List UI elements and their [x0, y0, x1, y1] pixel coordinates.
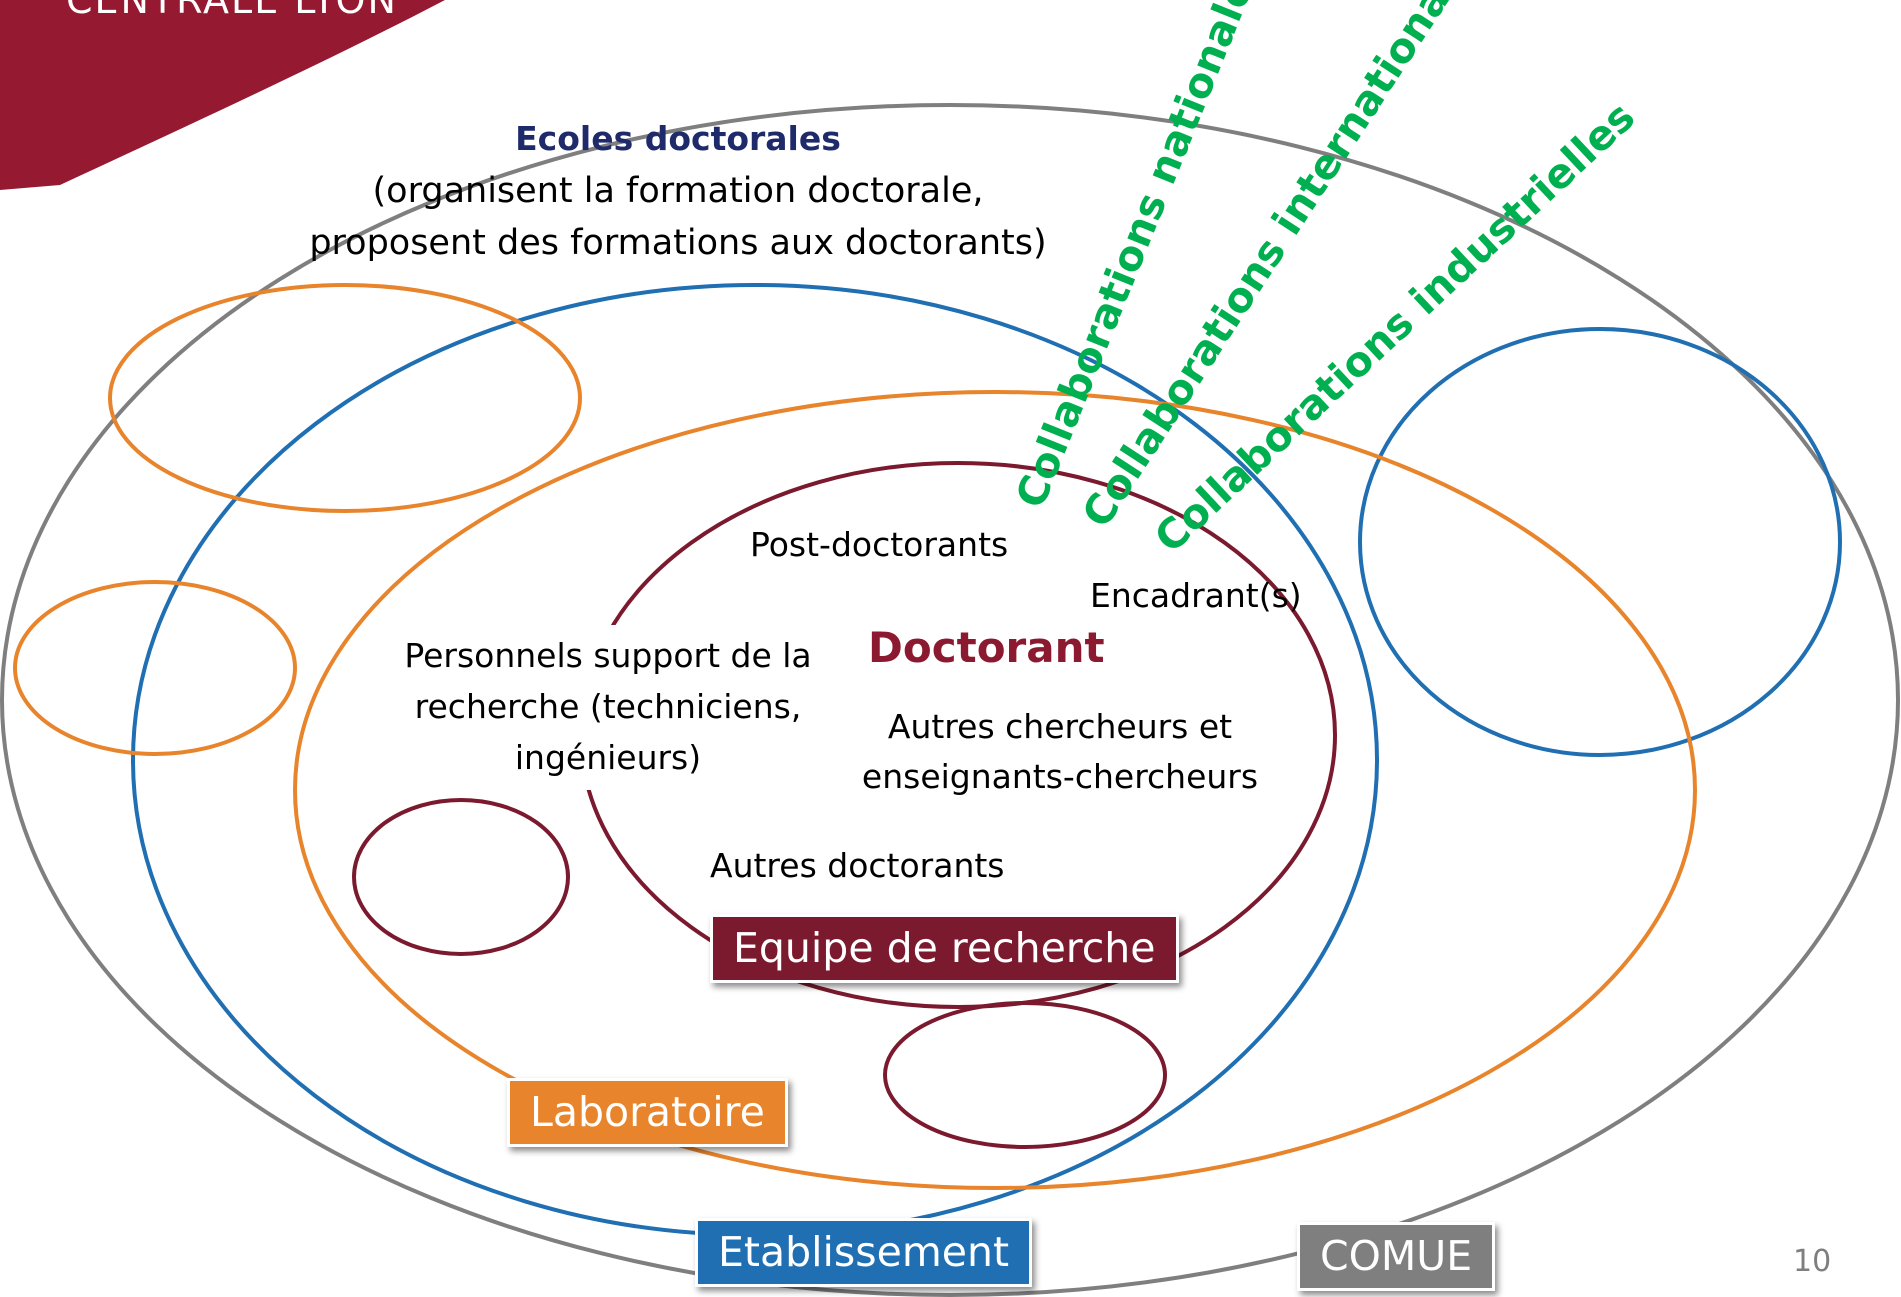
- other-etablissement-ellipse: [1358, 327, 1842, 757]
- ecoles-line1: (organisent la formation doctorale,: [372, 171, 984, 211]
- ecoles-title: Ecoles doctorales: [515, 119, 841, 158]
- autres-doctorants-text: Autres doctorants: [710, 846, 1005, 885]
- equipe-label: Equipe de recherche: [710, 914, 1179, 983]
- laboratoire-label: Laboratoire: [507, 1078, 788, 1147]
- personnels-support-line3: ingénieurs): [514, 738, 702, 777]
- doctorant-text: Doctorant: [868, 623, 1105, 672]
- other-team-ellipse-left: [352, 798, 570, 956]
- personnels-support-line1: Personnels support de la: [404, 636, 812, 675]
- encadrants-text: Encadrant(s): [1090, 576, 1302, 615]
- autres-chercheurs-line1: Autres chercheurs et: [887, 707, 1233, 746]
- comue-label: COMUE: [1297, 1222, 1496, 1291]
- post-doctorants-text: Post-doctorants: [750, 525, 1009, 564]
- other-lab-ellipse-top: [108, 283, 582, 513]
- logo-text: CENTRALE LYON: [66, 0, 398, 22]
- logo-band: [0, 0, 445, 190]
- other-lab-ellipse-left: [13, 580, 297, 756]
- personnels-support-line2: recherche (techniciens,: [414, 687, 802, 726]
- ecoles-line2: proposent des formations aux doctorants): [309, 223, 1047, 263]
- etablissement-label: Etablissement: [695, 1218, 1033, 1287]
- slide-number: 10: [1793, 1244, 1832, 1279]
- team-text-backdrop-bottom: [690, 840, 1030, 892]
- comue-ellipse: [0, 103, 1900, 1297]
- laboratoire-ellipse: [293, 390, 1697, 1190]
- other-team-ellipse-bottom: [883, 1001, 1167, 1149]
- autres-chercheurs-line2: enseignants-chercheurs: [861, 757, 1259, 796]
- team-text-backdrop-left: [390, 625, 825, 790]
